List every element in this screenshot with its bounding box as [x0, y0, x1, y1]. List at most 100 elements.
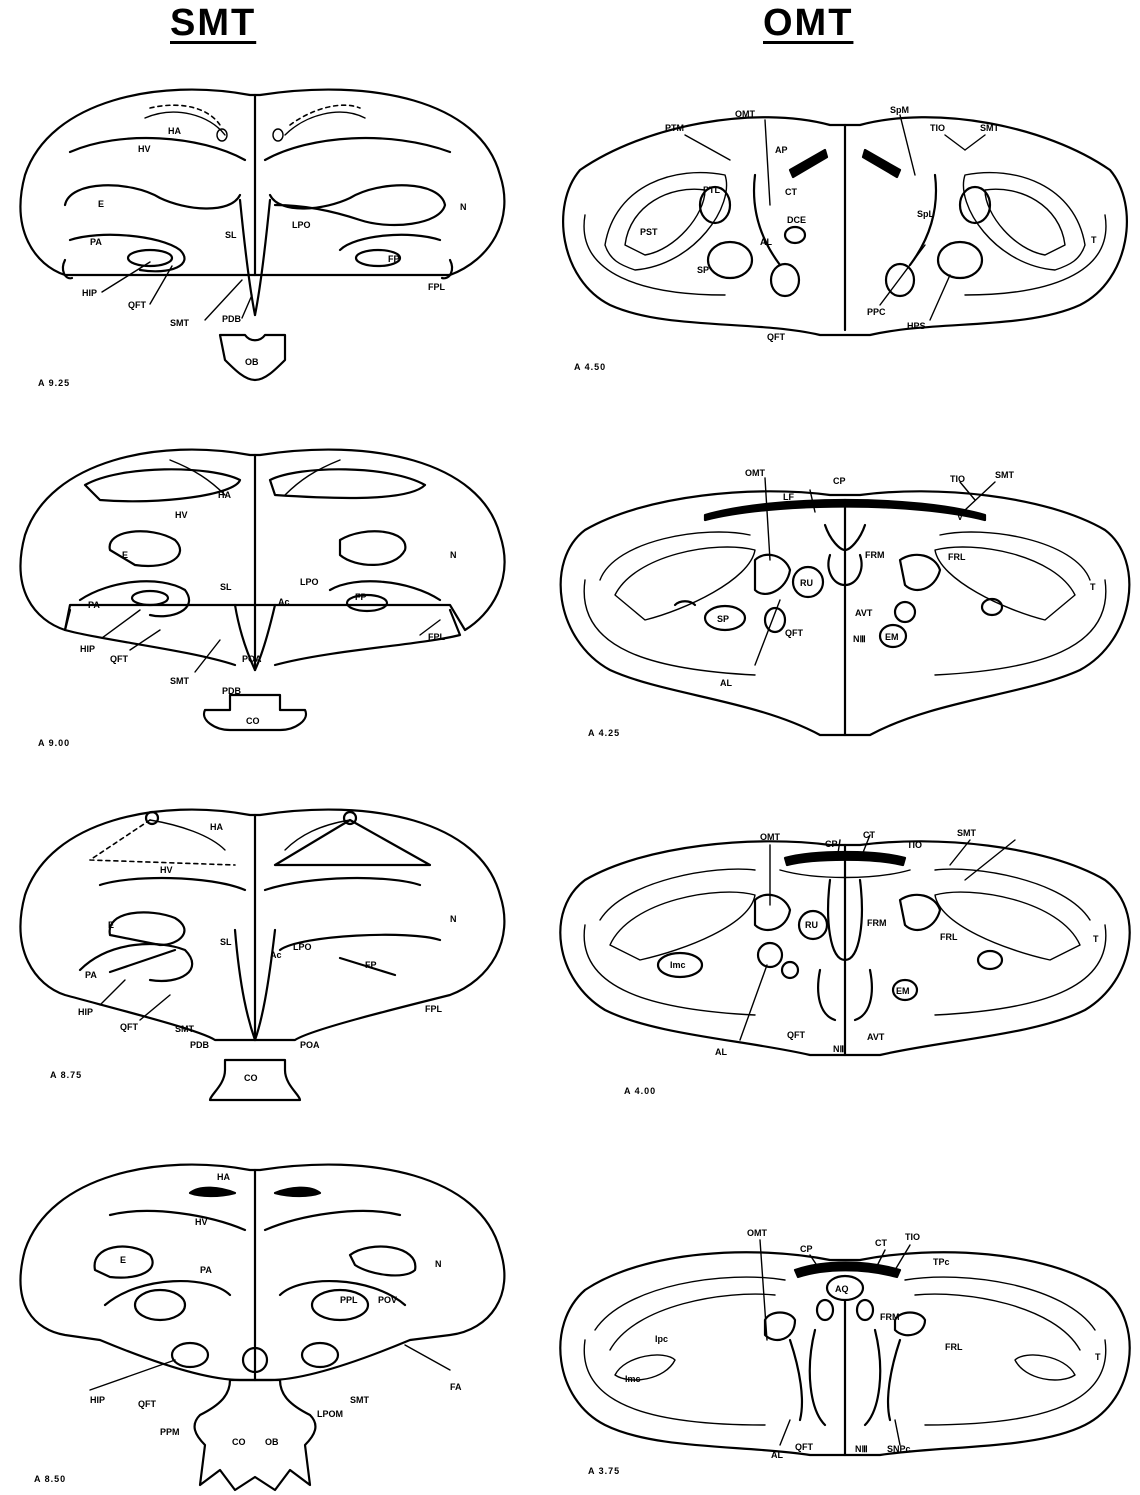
label-qft: QFT	[767, 332, 785, 342]
label-co: CO	[232, 1437, 246, 1447]
right-section-1-coordinate: A 4.50	[574, 362, 606, 372]
label-t: T	[1093, 934, 1099, 944]
label-aq: AQ	[835, 1284, 849, 1294]
label-al: AL	[771, 1450, 783, 1460]
right-column-title: OMT	[763, 2, 853, 45]
label-pa: PA	[200, 1265, 212, 1275]
label-sp: SP	[717, 614, 729, 624]
label-dce: DCE	[787, 215, 806, 225]
label-tio: TIO	[907, 840, 922, 850]
label-co: CO	[246, 716, 260, 726]
label-al: AL	[715, 1047, 727, 1057]
label-hip: HIP	[90, 1395, 105, 1405]
label-lf: LF	[783, 492, 794, 502]
label-ha: HA	[217, 1172, 230, 1182]
label-ha: HA	[168, 126, 181, 136]
label-qft: QFT	[120, 1022, 138, 1032]
label-e: E	[98, 199, 104, 209]
label-pa: PA	[88, 600, 100, 610]
right-section-2-coordinate: A 4.25	[588, 728, 620, 738]
label-fpl: FPL	[428, 282, 446, 292]
label-smt: SMT	[980, 123, 1000, 133]
label-spl: SpL	[917, 209, 935, 219]
label-em: EM	[885, 632, 899, 642]
label-ipc: Ipc	[655, 1334, 668, 1344]
label-em: EM	[896, 986, 910, 996]
label-ob: OB	[265, 1437, 279, 1447]
left-section-2-diagram: HA HV E N PA SL Ac LPO FP HIP QFT SMT FP…	[10, 440, 520, 770]
label-frm: FRM	[865, 550, 885, 560]
label-al: AL	[760, 237, 772, 247]
label-frl: FRL	[945, 1342, 963, 1352]
left-section-2-coordinate: A 9.00	[38, 738, 70, 748]
label-lpo: LPO	[293, 942, 312, 952]
label-e: E	[122, 550, 128, 560]
label-qft: QFT	[795, 1442, 813, 1452]
label-fp: FP	[365, 960, 377, 970]
label-t: T	[1090, 582, 1096, 592]
label-v: V	[957, 512, 963, 522]
label-ob: OB	[245, 357, 259, 367]
label-n: N	[460, 202, 467, 212]
label-fp: FP	[388, 254, 400, 264]
right-section-4-diagram: OMT CP CT TIO TPc AQ FRM FRL Ipc Imc AL …	[555, 1210, 1135, 1480]
label-e: E	[108, 920, 114, 930]
label-avt: AVT	[855, 608, 873, 618]
left-column-title: SMT	[170, 2, 256, 45]
label-ct: CT	[863, 830, 875, 840]
label-qft: QFT	[785, 628, 803, 638]
label-co: CO	[244, 1073, 258, 1083]
label-pdb: PDB	[222, 686, 242, 696]
label-hip: HIP	[80, 644, 95, 654]
label-cp: CP	[833, 476, 846, 486]
label-sp: SP	[697, 265, 709, 275]
label-omt: OMT	[745, 468, 765, 478]
label-avt: AVT	[867, 1032, 885, 1042]
label-omt: OMT	[735, 109, 755, 119]
label-hv: HV	[138, 144, 151, 154]
label-qft: QFT	[787, 1030, 805, 1040]
label-ha: HA	[218, 490, 231, 500]
label-pa: PA	[85, 970, 97, 980]
label-fp: FP	[355, 592, 367, 602]
label-smt: SMT	[170, 676, 190, 686]
label-qft: QFT	[128, 300, 146, 310]
right-section-2-diagram: OMT LF CP TIO SMT V RU FRM FRL SP QFT AV…	[555, 460, 1135, 750]
label-pdb: PDB	[190, 1040, 210, 1050]
label-imc: Imc	[670, 960, 686, 970]
label-frl: FRL	[940, 932, 958, 942]
label-niii: NⅢ	[855, 1444, 868, 1454]
label-t: T	[1091, 235, 1097, 245]
label-ct: CT	[875, 1238, 887, 1248]
label-niii: NⅢ	[853, 634, 866, 644]
left-section-3-coordinate: A 8.75	[50, 1070, 82, 1080]
label-omt: OMT	[760, 832, 780, 842]
label-cp: CP	[825, 839, 838, 849]
label-frm: FRM	[867, 918, 887, 928]
label-ppl: PPL	[340, 1295, 358, 1305]
label-smt: SMT	[350, 1395, 370, 1405]
left-section-1-coordinate: A 9.25	[38, 378, 70, 388]
right-section-1-diagram: PTM OMT AP SpM TIO SMT CT DCE AL PST SP …	[555, 95, 1135, 365]
label-lpom: LPOM	[317, 1409, 343, 1419]
label-tio: TIO	[950, 474, 965, 484]
label-fpl: FPL	[428, 632, 446, 642]
label-fa: FA	[450, 1382, 462, 1392]
label-e: E	[120, 1255, 126, 1265]
label-pst: PST	[640, 227, 658, 237]
label-poa: POA	[300, 1040, 320, 1050]
label-lpo: LPO	[300, 577, 319, 587]
left-section-1-diagram: HA HV E N PA SL LPO FP HIP QFT SMT FPL P…	[10, 80, 520, 400]
label-fpl: FPL	[425, 1004, 443, 1014]
label-niii: NⅢ	[833, 1044, 846, 1054]
label-frl: FRL	[948, 552, 966, 562]
label-ptm: PTM	[665, 123, 684, 133]
label-t: T	[1095, 1352, 1101, 1362]
label-ru: RU	[800, 578, 813, 588]
label-hv: HV	[160, 865, 173, 875]
label-ct: CT	[785, 187, 797, 197]
label-sl: SL	[220, 582, 232, 592]
right-section-3-diagram: OMT CP CT TIO SMT FRM FRL RU Imc EM QFT …	[555, 810, 1135, 1100]
label-pdb: PDB	[222, 314, 242, 324]
label-pa: PA	[90, 237, 102, 247]
